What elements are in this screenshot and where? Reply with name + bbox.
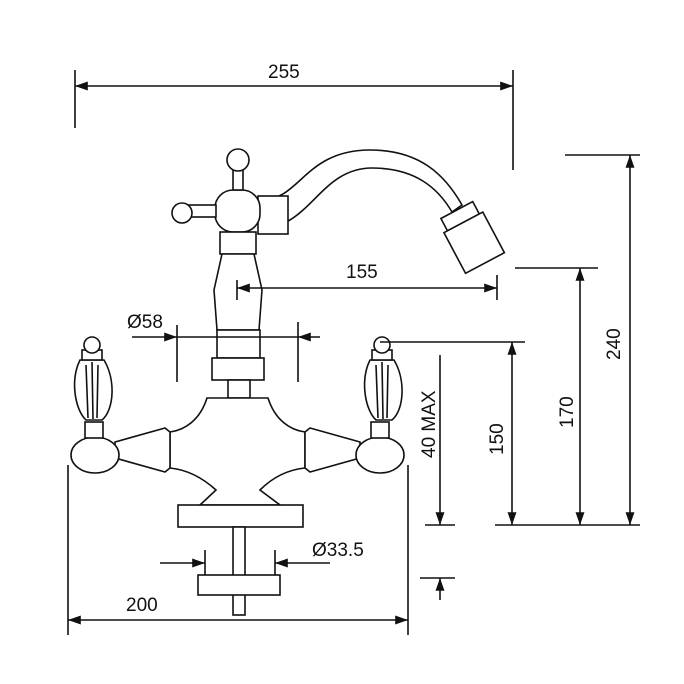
dim-overall-width: 255 [268, 62, 300, 83]
dim-spout-reach: 155 [346, 262, 378, 283]
dim-handle-height: 150 [487, 423, 508, 455]
dim-handle-span: 200 [126, 595, 158, 616]
dim-deck-thickness: 40 MAX [419, 390, 440, 458]
dim-spout-outlet-height: 170 [557, 396, 578, 428]
dim-base-diameter: Ø58 [127, 312, 163, 333]
dim-shank-diameter: Ø33.5 [312, 540, 364, 561]
faucet-outline [70, 148, 506, 616]
dim-overall-height: 240 [604, 328, 625, 360]
dimension-lines [67, 70, 640, 635]
